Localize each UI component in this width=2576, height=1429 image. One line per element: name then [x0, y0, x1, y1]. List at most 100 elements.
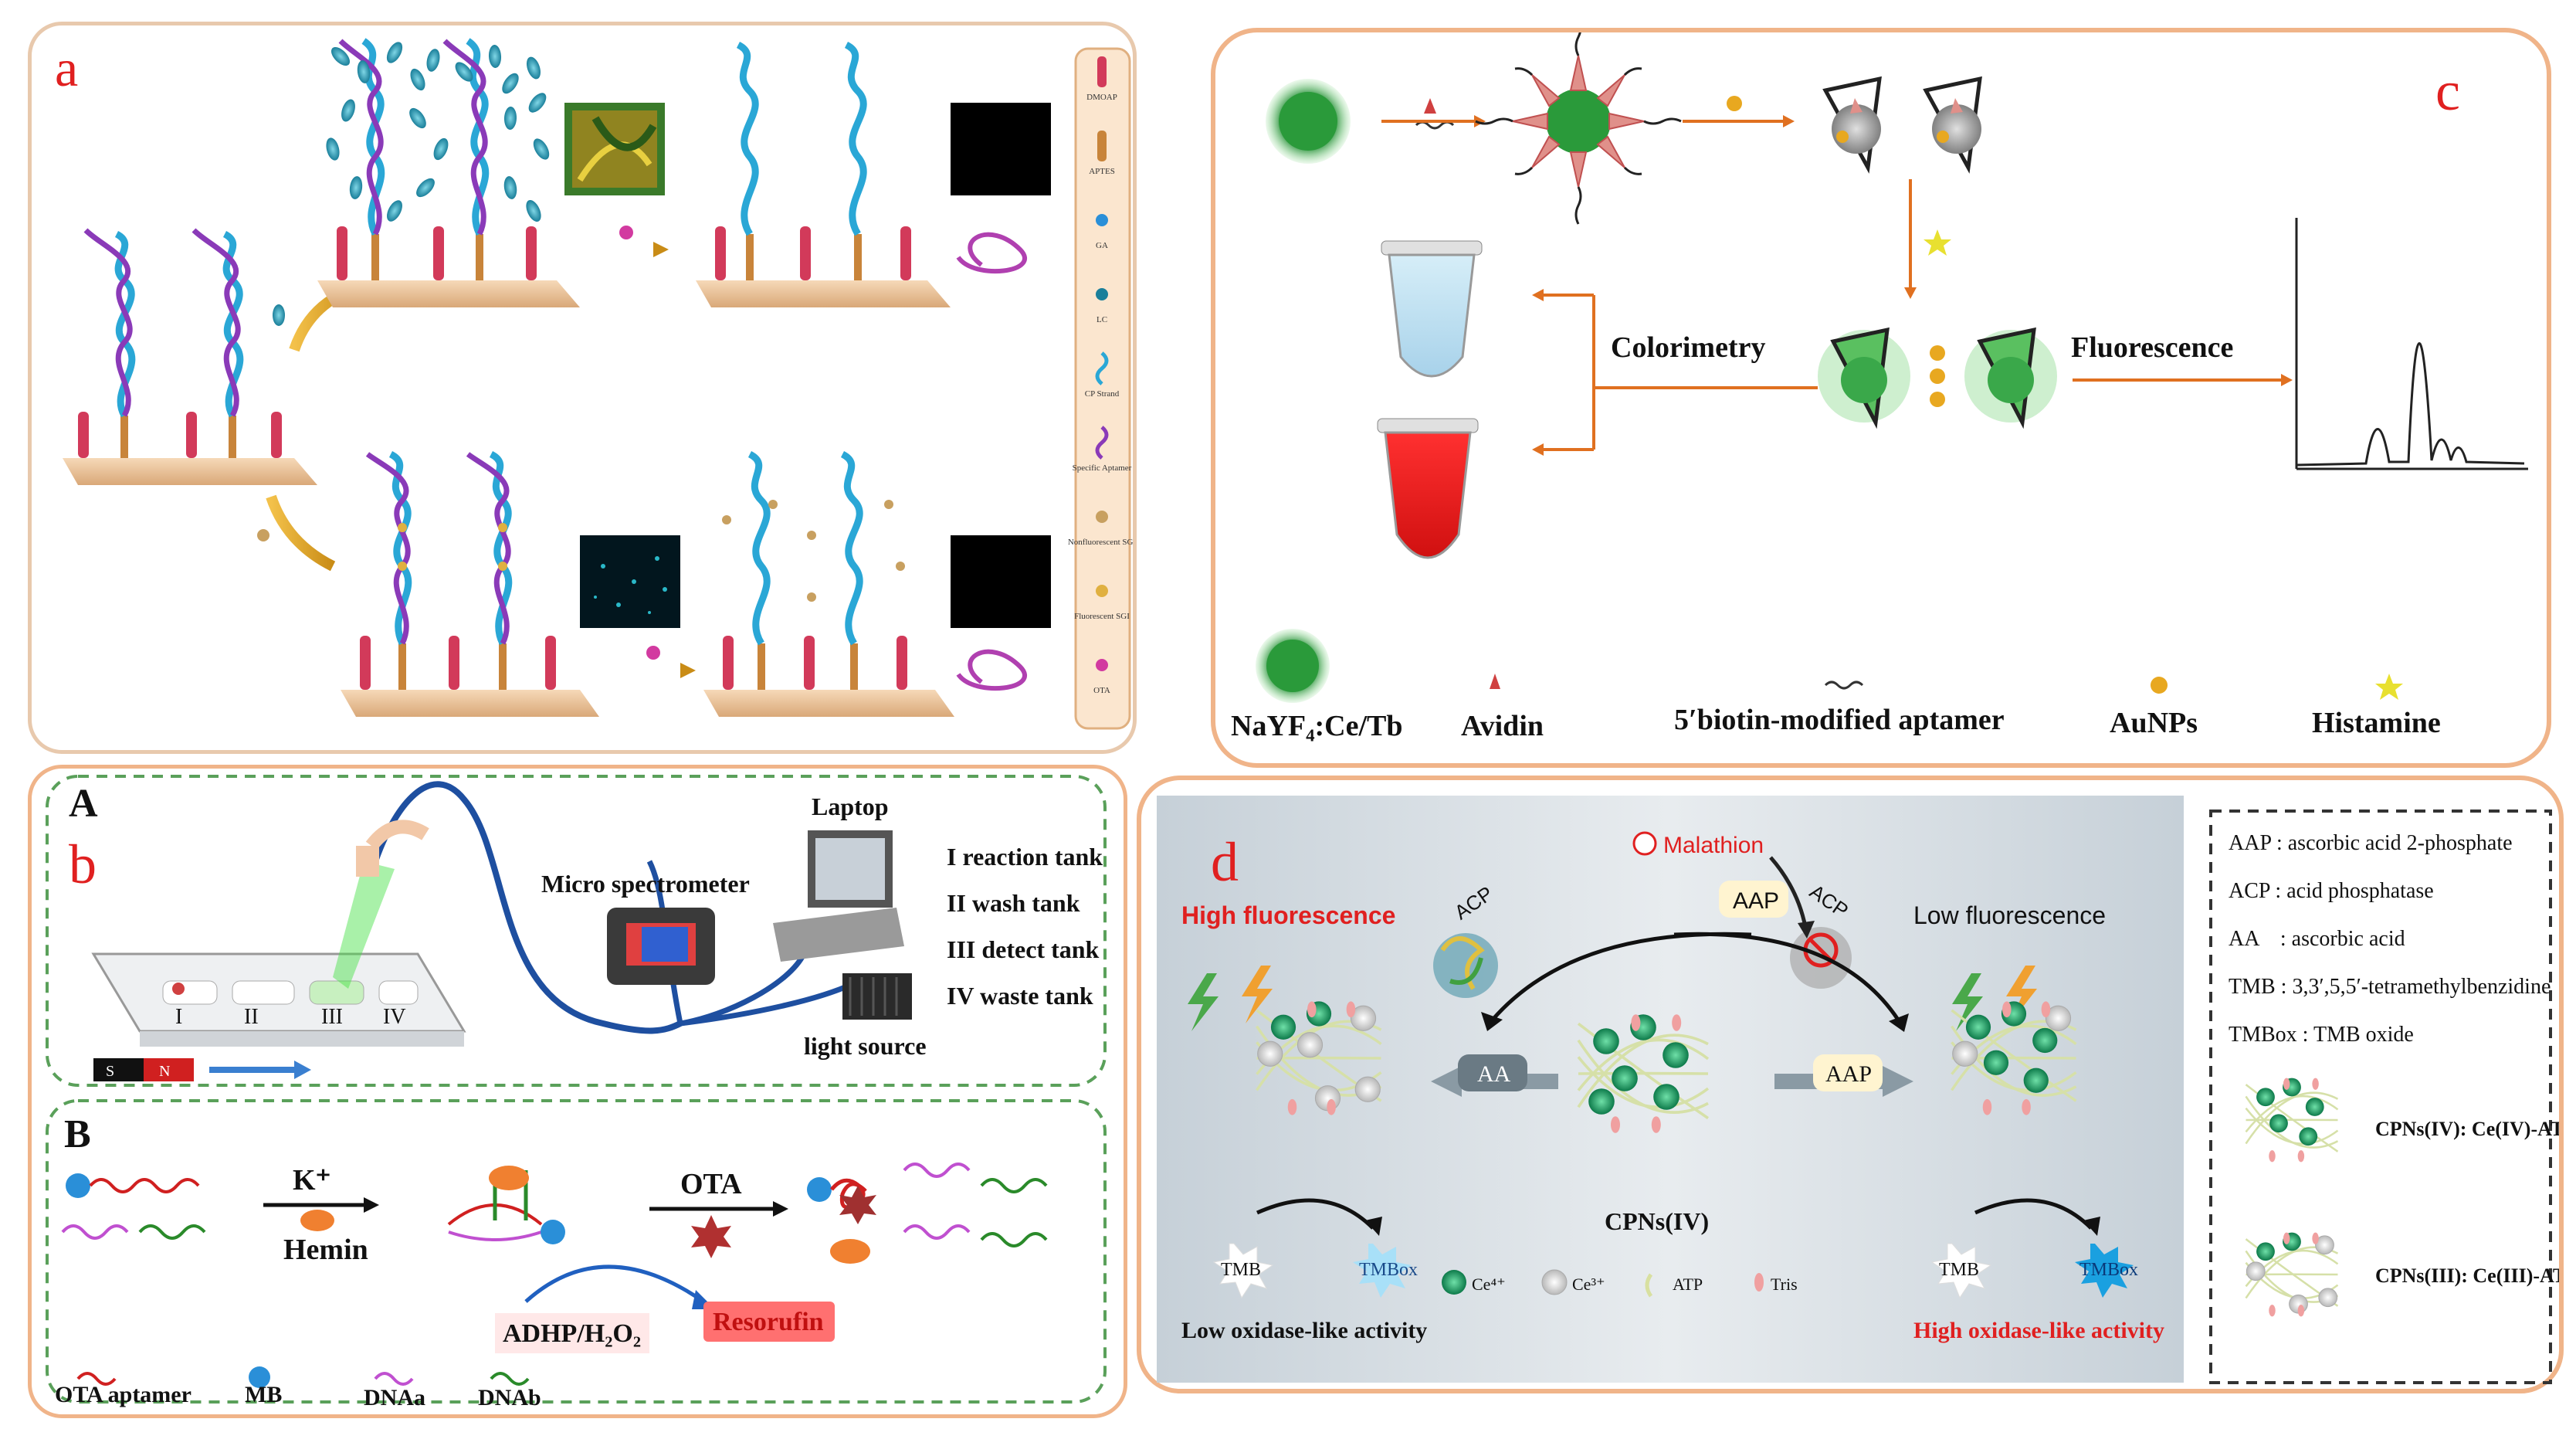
aap-top-badge	[1719, 881, 1788, 918]
mb-bead-icon	[66, 1173, 90, 1198]
colorimetry-label: Colorimetry	[1611, 331, 1765, 364]
legend-a-item-8: OTA	[1093, 686, 1110, 695]
chip-label-2: II	[244, 1005, 259, 1029]
panel-d: d Malathion High fluorescence Low fluore…	[1137, 776, 2576, 1393]
light-source-icon	[842, 973, 912, 1020]
legend-avidin: Avidin	[1461, 710, 1544, 742]
tmbox-burst-right-icon	[2075, 1244, 2134, 1298]
panel-c-diagram: c	[1231, 18, 2528, 742]
panel-d-diagram: d Malathion High fluorescence Low fluore…	[1157, 796, 2576, 1384]
tmb-burst-left-icon	[1212, 1243, 1274, 1299]
aptamer-ota-complex-icon	[956, 232, 1027, 274]
legend-a-item-4: CP Strand	[1085, 389, 1120, 399]
panel-c-label: c	[2435, 60, 2460, 122]
substrate-lc-aligned	[317, 38, 580, 307]
lightning-orange-left-icon	[1242, 966, 1273, 1023]
cpns-iii-definition: CPNs(III): Ce(III)-ATP-Tris	[2375, 1264, 2559, 1287]
substrate-sgi	[341, 450, 599, 717]
legend-aunps: AuNPs	[2110, 707, 2198, 739]
ota-molecule-icon	[619, 226, 633, 239]
svg-text:N: N	[159, 1063, 170, 1080]
microfluidic-chip	[91, 861, 466, 1047]
cpns-iii-cluster-left	[1256, 1001, 1382, 1115]
emission-spectrum	[2295, 218, 2528, 470]
tmbox-right-label: TMBox	[2079, 1260, 2138, 1280]
cpns-iv-definition: CPNs(IV): Ce(IV)-ATP-Tris	[2375, 1118, 2559, 1140]
panel-b-diagram: A b B I II III IV S N Micro spectrometer	[46, 775, 1107, 1410]
ota-icon	[691, 1215, 731, 1258]
low-oxidase-label: Low oxidase-like activity	[1181, 1318, 1427, 1343]
legend-a-item-2: GA	[1096, 241, 1108, 250]
adhp-box	[495, 1313, 649, 1353]
avidin-icon	[1424, 98, 1436, 114]
tmb-left-label: TMB	[1221, 1260, 1261, 1280]
ota-label: OTA	[680, 1168, 742, 1200]
g-quadruplex-complex	[447, 1166, 565, 1244]
hemin-icon	[300, 1210, 334, 1231]
definition-acp: ACP : acid phosphatase	[2229, 879, 2434, 903]
low-fluorescence-label: Low fluorescence	[1913, 901, 2106, 929]
definition-tmbox: TMBox : TMB oxide	[2229, 1023, 2414, 1047]
legend-a-item-1: APTES	[1089, 167, 1115, 176]
tris-icon	[1754, 1273, 1764, 1292]
legend-histamine: Histamine	[2312, 707, 2441, 739]
optical-fiber	[368, 781, 682, 1034]
light-source-label: light source	[804, 1032, 927, 1060]
fluorescence-label: Fluorescence	[2071, 331, 2233, 364]
legend-dnaa: DNAa	[364, 1385, 425, 1410]
quenched-probes	[1822, 76, 1982, 174]
chip-label-3: III	[321, 1005, 343, 1029]
definition-aa: AA : ascorbic acid	[2229, 927, 2405, 951]
legend-a-item-3: LC	[1096, 315, 1107, 324]
cpns-iii-cluster-right	[1951, 1001, 2077, 1115]
legend-a-item-5: Specific Aptamer	[1073, 463, 1132, 473]
lc-cloud	[326, 42, 550, 222]
panel-c: c	[1211, 18, 2551, 768]
legend-atp: ATP	[1673, 1275, 1703, 1294]
definition-aap: AAP : ascorbic acid 2-phosphate	[2229, 831, 2513, 855]
legend-ota-aptamer: OTA aptamer	[55, 1382, 192, 1407]
polarized-image-dark	[951, 103, 1051, 195]
legend-tris: Tris	[1771, 1275, 1798, 1294]
skull-icon	[1632, 831, 1657, 856]
cpns-iv-center-label: CPNs(IV)	[1605, 1207, 1709, 1235]
panel-a-legend-box	[1074, 47, 1131, 730]
panel-d-label: d	[1211, 831, 1239, 893]
hand-icon	[356, 846, 379, 877]
tmb-right-label: TMB	[1939, 1260, 1979, 1280]
legend-nayf: NaYF₄:Ce/Tb	[1231, 710, 1403, 742]
panel-b: A b B I II III IV S N Micro spectrometer	[28, 765, 1127, 1418]
legend-a-item-7: Fluorescent SGI	[1074, 612, 1130, 621]
legend-a-item-0: DMOAP	[1086, 93, 1117, 102]
lightning-orange-right-icon	[2006, 966, 2037, 1023]
panel-a-label: a	[55, 39, 78, 97]
tmb-burst-right-icon	[1930, 1243, 1992, 1299]
tank-label-3: III detect tank	[947, 935, 1100, 963]
subpanel-a-frame	[46, 775, 1107, 1087]
lightning-green-left-icon	[1188, 973, 1219, 1031]
legend-ce3: Ce³⁺	[1572, 1275, 1605, 1294]
subpanel-b-label: B	[64, 1112, 91, 1156]
legend-aptamer: 5′biotin-modified aptamer	[1674, 704, 2005, 736]
arrow-down-icon	[266, 494, 336, 572]
legend-ce4: Ce⁴⁺	[1472, 1275, 1506, 1294]
subpanel-a-label: A	[69, 782, 98, 826]
aap-side-label: AAP	[1825, 1061, 1872, 1087]
tank-label-2: II wash tank	[947, 889, 1080, 917]
lc-molecule-icon	[273, 304, 285, 326]
histamine-icon	[1924, 229, 1951, 256]
laptop-label: Laptop	[812, 793, 889, 820]
panel-a-diagram: a	[55, 38, 1136, 730]
tank-label-1: I reaction tank	[947, 843, 1103, 871]
cpns-iv-cluster-center	[1577, 1014, 1710, 1133]
malathion-label: Malathion	[1663, 833, 1764, 858]
acp-enzyme-left-icon	[1433, 933, 1498, 998]
fluorescence-image-bright	[580, 535, 680, 628]
sgi-molecule-icon	[257, 529, 269, 541]
definition-tmb: TMB : 3,3′,5,5′-tetramethylbenzidine	[2229, 975, 2551, 999]
substrate-initial	[63, 228, 317, 485]
ce3-icon	[1541, 1269, 1568, 1295]
ucnp-aptamer-conjugate	[1475, 18, 1682, 225]
tank-label-4: IV waste tank	[947, 982, 1093, 1010]
